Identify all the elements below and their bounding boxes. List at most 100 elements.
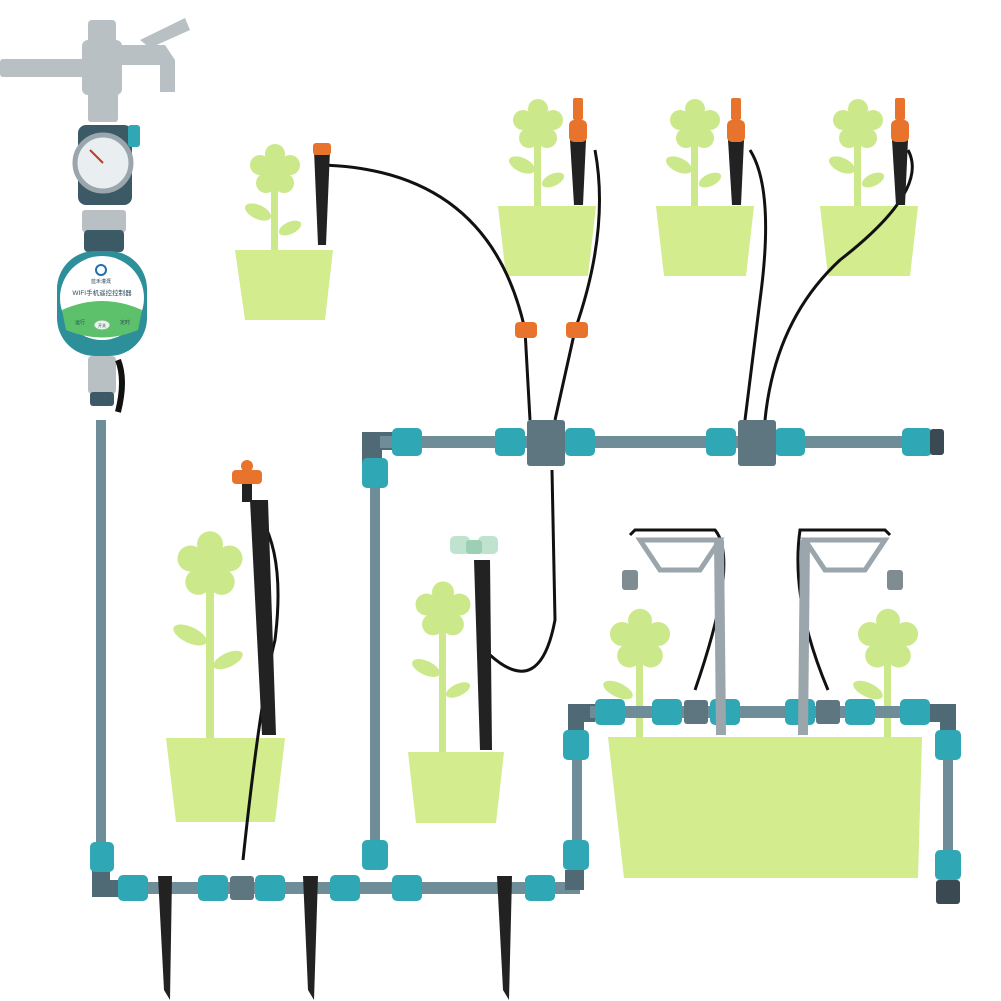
drip-tube xyxy=(763,149,914,421)
gauge-lower-nut xyxy=(84,230,124,252)
ground-stake-icon xyxy=(158,876,172,1000)
pipe-connector-icon xyxy=(845,699,875,725)
drip-emitter-cap xyxy=(569,120,587,142)
pipe-connector-icon xyxy=(362,458,388,488)
faucet-icon xyxy=(120,45,175,92)
timer-controller-icon: 蓝禾灌溉 WIFI手机遥控控制器 运行 定时 开关 xyxy=(57,251,147,356)
gauge-needle xyxy=(89,149,104,164)
flower-pot-icon xyxy=(656,206,754,276)
end-cap-icon xyxy=(936,880,960,904)
drip-tube xyxy=(553,149,601,421)
ground-stake-icon xyxy=(714,540,726,735)
tee-fitting-icon xyxy=(738,420,776,466)
sprayer-frame xyxy=(800,537,890,573)
plant-leaf xyxy=(828,156,856,174)
pipe-connector-icon xyxy=(706,428,736,456)
pipe-connector-icon xyxy=(198,875,228,901)
potted-plant-top-2 xyxy=(656,99,754,276)
drip-tube xyxy=(321,163,532,421)
plant-leaf xyxy=(698,172,722,188)
flower-pot-icon xyxy=(498,206,596,276)
sprinkler-nozzle xyxy=(241,460,253,472)
controller-grass xyxy=(62,301,142,338)
controller-status-right: 定时 xyxy=(120,319,130,326)
pipe-connector-icon xyxy=(595,699,625,725)
drip-emitter-icon xyxy=(314,150,330,245)
plant-stem xyxy=(534,140,541,210)
controller-status-left: 运行 xyxy=(75,319,85,326)
main-pipe-icon xyxy=(96,420,106,850)
drip-emitter-cap xyxy=(313,143,331,155)
flower-pot-icon xyxy=(408,752,504,823)
drip-emitter-icon xyxy=(570,140,586,205)
plant-leaf xyxy=(412,659,440,677)
faucet-top-valve xyxy=(88,20,116,44)
plant-leaf xyxy=(445,682,471,698)
plant-stem xyxy=(439,628,446,753)
drip-tube xyxy=(743,149,768,421)
controller-title: WIFI手机遥控控制器 xyxy=(72,288,132,297)
faucet-handle-icon xyxy=(140,18,190,48)
pipe-connector-icon xyxy=(495,428,525,456)
drip-tube xyxy=(488,469,557,673)
controller-cable xyxy=(115,358,125,413)
pipe-connector-icon xyxy=(330,875,360,901)
plant-leaf xyxy=(603,680,633,700)
controller-button-label: 开关 xyxy=(98,322,106,328)
spray-nozzle-icon xyxy=(622,570,638,590)
ground-stake-icon xyxy=(497,876,512,1000)
plant-leaf xyxy=(278,220,302,236)
mist-nozzle-icon xyxy=(478,536,498,554)
sprinkler-stakes xyxy=(232,460,498,750)
sprinkler-head-icon xyxy=(232,470,262,484)
inline-valve-icon xyxy=(566,322,588,338)
sprayer-frame xyxy=(635,537,725,573)
pipe-connector-icon xyxy=(935,850,961,880)
pipe-connector-icon xyxy=(935,730,961,760)
planter-sprayers xyxy=(622,537,903,735)
potted-plant-left-upper xyxy=(235,144,333,320)
planter-box-icon xyxy=(608,737,922,878)
controller-outlet xyxy=(88,356,116,394)
faucet-body xyxy=(82,40,122,95)
planter-box-plants xyxy=(603,608,922,878)
water-source-assembly: 蓝禾灌溉 WIFI手机遥控控制器 运行 定时 开关 xyxy=(0,18,190,413)
main-pipe-icon xyxy=(370,460,380,860)
ground-stake-icon xyxy=(303,876,318,1000)
main-pipe-icon xyxy=(380,436,940,448)
mist-nozzle-icon xyxy=(450,536,470,554)
pipe-connector-icon xyxy=(563,840,589,870)
flower-pot-icon xyxy=(820,206,918,276)
ground-stake-icon xyxy=(474,560,492,750)
spray-nozzle-icon xyxy=(887,570,903,590)
end-cap-icon xyxy=(930,429,944,455)
tee-fittings xyxy=(230,420,840,900)
pipe-elbow xyxy=(565,870,584,890)
tee-fitting-icon xyxy=(527,420,565,466)
pipe-elbow xyxy=(928,704,956,735)
drip-emitter-icon xyxy=(892,140,908,205)
mist-cross-body xyxy=(466,540,482,554)
main-pipe-icon xyxy=(590,706,940,718)
plant-leaf xyxy=(173,624,207,646)
drip-emitter-tip xyxy=(895,98,905,120)
plant-stem xyxy=(206,585,214,740)
gauge-side-knob xyxy=(128,125,140,147)
pipe-connector-icon xyxy=(392,428,422,456)
plant-stem xyxy=(271,185,278,255)
ground-stake-icon xyxy=(250,500,276,735)
pipe-connector-icon xyxy=(900,699,930,725)
pipe-connector-icon xyxy=(118,875,148,901)
pipe-connector-icon xyxy=(525,875,555,901)
plant-leaf xyxy=(853,680,883,700)
drip-emitter-cap xyxy=(727,120,745,142)
potted-plant-top-1 xyxy=(498,99,596,276)
potted-plant-top-3 xyxy=(820,99,918,276)
flower-pot-icon xyxy=(166,738,285,822)
controller-button xyxy=(93,319,111,331)
wall-pipe xyxy=(0,59,92,77)
potted-plant-bottom-middle xyxy=(408,581,504,823)
flower-icon xyxy=(858,608,918,668)
plant-leaf xyxy=(508,156,536,174)
drip-emitter-tip xyxy=(573,98,583,120)
